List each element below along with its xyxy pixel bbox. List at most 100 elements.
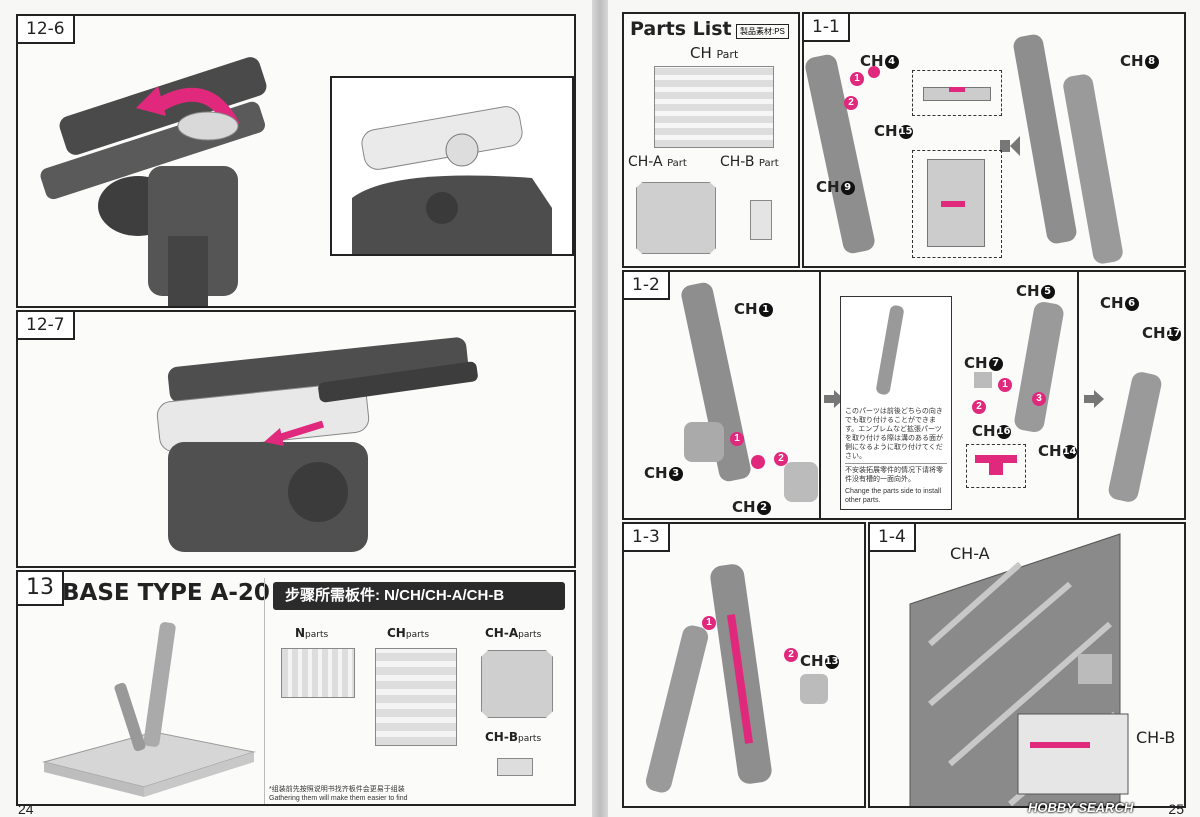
chb-block-image: [750, 200, 772, 240]
ch5-num: 5: [1040, 284, 1055, 299]
ch16-num: 16: [996, 424, 1011, 439]
parts-required-box: 步骤所需板件: N/CH/CH-A/CH-B Nparts CHparts CH…: [264, 578, 574, 804]
chb-part-text: CH-B: [720, 154, 755, 170]
cha-label-text: CH-A: [485, 626, 519, 640]
ch-runner-image: [654, 66, 774, 148]
step-1-2-tag: 1-2: [624, 272, 670, 300]
ch3-num: 3: [668, 466, 683, 481]
note-jp: このパーツは前後どちらの向きでも取り付けることができます。エンブレムなど拡張パー…: [845, 408, 943, 460]
ch8-num: 8: [1144, 54, 1159, 69]
chb-part-suffix: Part: [758, 158, 779, 169]
chb-label-text: CH-B: [485, 730, 518, 744]
ch7-text: CH: [964, 354, 988, 372]
ch17-label: CH17: [1142, 324, 1181, 342]
ch16-label: CH16: [972, 422, 1011, 440]
ch2-text: CH: [732, 498, 756, 516]
badge-2: 2: [844, 96, 858, 110]
chb-part-icon: [497, 758, 533, 776]
material-tag: 製品素材:PS: [736, 24, 789, 39]
cha-part-title: CH-A Part: [628, 154, 687, 170]
cha-parts-label: CH-Aparts: [485, 626, 541, 640]
chb-part-title: CH-B Part: [720, 154, 779, 170]
ch1-num: 1: [758, 302, 773, 317]
ch-parts-label: CHparts: [387, 626, 429, 640]
step-1-3-tag: 1-3: [624, 524, 670, 552]
footnote-cn: *组装前先按照说明书找齐板件会更易于组装: [269, 786, 405, 793]
t-part-top: [975, 455, 1017, 463]
ch17-num: 17: [1166, 326, 1181, 341]
ch-label-text: CH: [387, 626, 406, 640]
detail-mark-top: [949, 87, 965, 92]
ch15-label: CH15: [874, 122, 913, 140]
n-suffix: parts: [305, 630, 329, 640]
footnote-en: Gathering them will make them easier to …: [269, 795, 408, 802]
badge-1: 1: [850, 72, 864, 86]
book-gutter: [592, 0, 608, 817]
n-label-text: N: [295, 626, 306, 640]
watermark: HOBBY SEARCH: [1028, 800, 1134, 815]
step-12-6-tag: 12-6: [18, 16, 75, 44]
ch-part-text: CH: [690, 44, 712, 62]
step-13-tag: 13: [18, 572, 64, 606]
arrow-1-2b: [1084, 390, 1104, 408]
ch16-text: CH: [972, 422, 996, 440]
badge-1-2-3: 1: [998, 378, 1012, 392]
ch-runner-icon: [375, 648, 457, 746]
n-runner-icon: [281, 648, 355, 698]
step-12-6-panel: 12-6: [16, 14, 576, 308]
t-part-detail: [966, 444, 1026, 488]
note-box: このパーツは前後どちらの向きでも取り付けることができます。エンブレムなど拡張パー…: [840, 296, 952, 510]
ch-part-suffix: Part: [716, 48, 739, 61]
ch7-num: 7: [988, 356, 1003, 371]
ch14-num: 14: [1062, 444, 1077, 459]
ch14-text: CH: [1038, 442, 1062, 460]
t-part-stem: [989, 463, 1003, 475]
note-en: Change the parts side to install other p…: [845, 488, 942, 504]
required-header: 步骤所需板件: N/CH/CH-A/CH-B: [273, 582, 565, 610]
badge-1-2-1: 1: [730, 432, 744, 446]
arrow-1-2a: [824, 390, 844, 408]
step-1-1-tag: 1-1: [804, 14, 850, 42]
badge-1-3-2: 2: [784, 648, 798, 662]
parts-list-panel: Parts List 製品素材:PS CH Part CH-A Part CH-…: [622, 12, 800, 268]
ch17-text: CH: [1142, 324, 1166, 342]
ch4-num: 4: [884, 54, 899, 69]
zoom-illustration: [352, 106, 552, 254]
note-cn: 不安装拓展零件的情况下请将零件没有槽的一面向外。: [845, 463, 947, 484]
step-1-4-tag: 1-4: [870, 524, 916, 552]
badge-1-2-5: 3: [1032, 392, 1046, 406]
ch5-text: CH: [1016, 282, 1040, 300]
ch15-text: CH: [874, 122, 898, 140]
cha-suffix: parts: [518, 630, 542, 640]
page-number-right: 25: [1168, 801, 1184, 817]
cha-label: CH-A: [950, 544, 990, 563]
detail-mark-bottom: [941, 201, 965, 207]
robot-attach-illustration: [156, 337, 478, 552]
detail-box-top: [912, 70, 1002, 116]
base-stand-illustration: [42, 622, 256, 797]
cha-plate-icon: [481, 650, 553, 718]
step-1-1-illustration: [805, 34, 1123, 264]
ch8-text: CH: [1120, 52, 1144, 70]
ch13-label: CH13: [800, 652, 839, 670]
base-title: BASE TYPE A-20: [62, 580, 270, 606]
left-page: 12-6 12-7: [0, 0, 592, 817]
ch3-text: CH: [644, 464, 668, 482]
cha-plate-image: [636, 182, 716, 254]
ch9-text: CH: [816, 178, 840, 196]
ch14-label: CH14: [1038, 442, 1077, 460]
badge-1-2-2: 2: [774, 452, 788, 466]
step-1-3-illustration: [645, 564, 828, 793]
ch9-num: 9: [840, 180, 855, 195]
ch13-text: CH: [800, 652, 824, 670]
